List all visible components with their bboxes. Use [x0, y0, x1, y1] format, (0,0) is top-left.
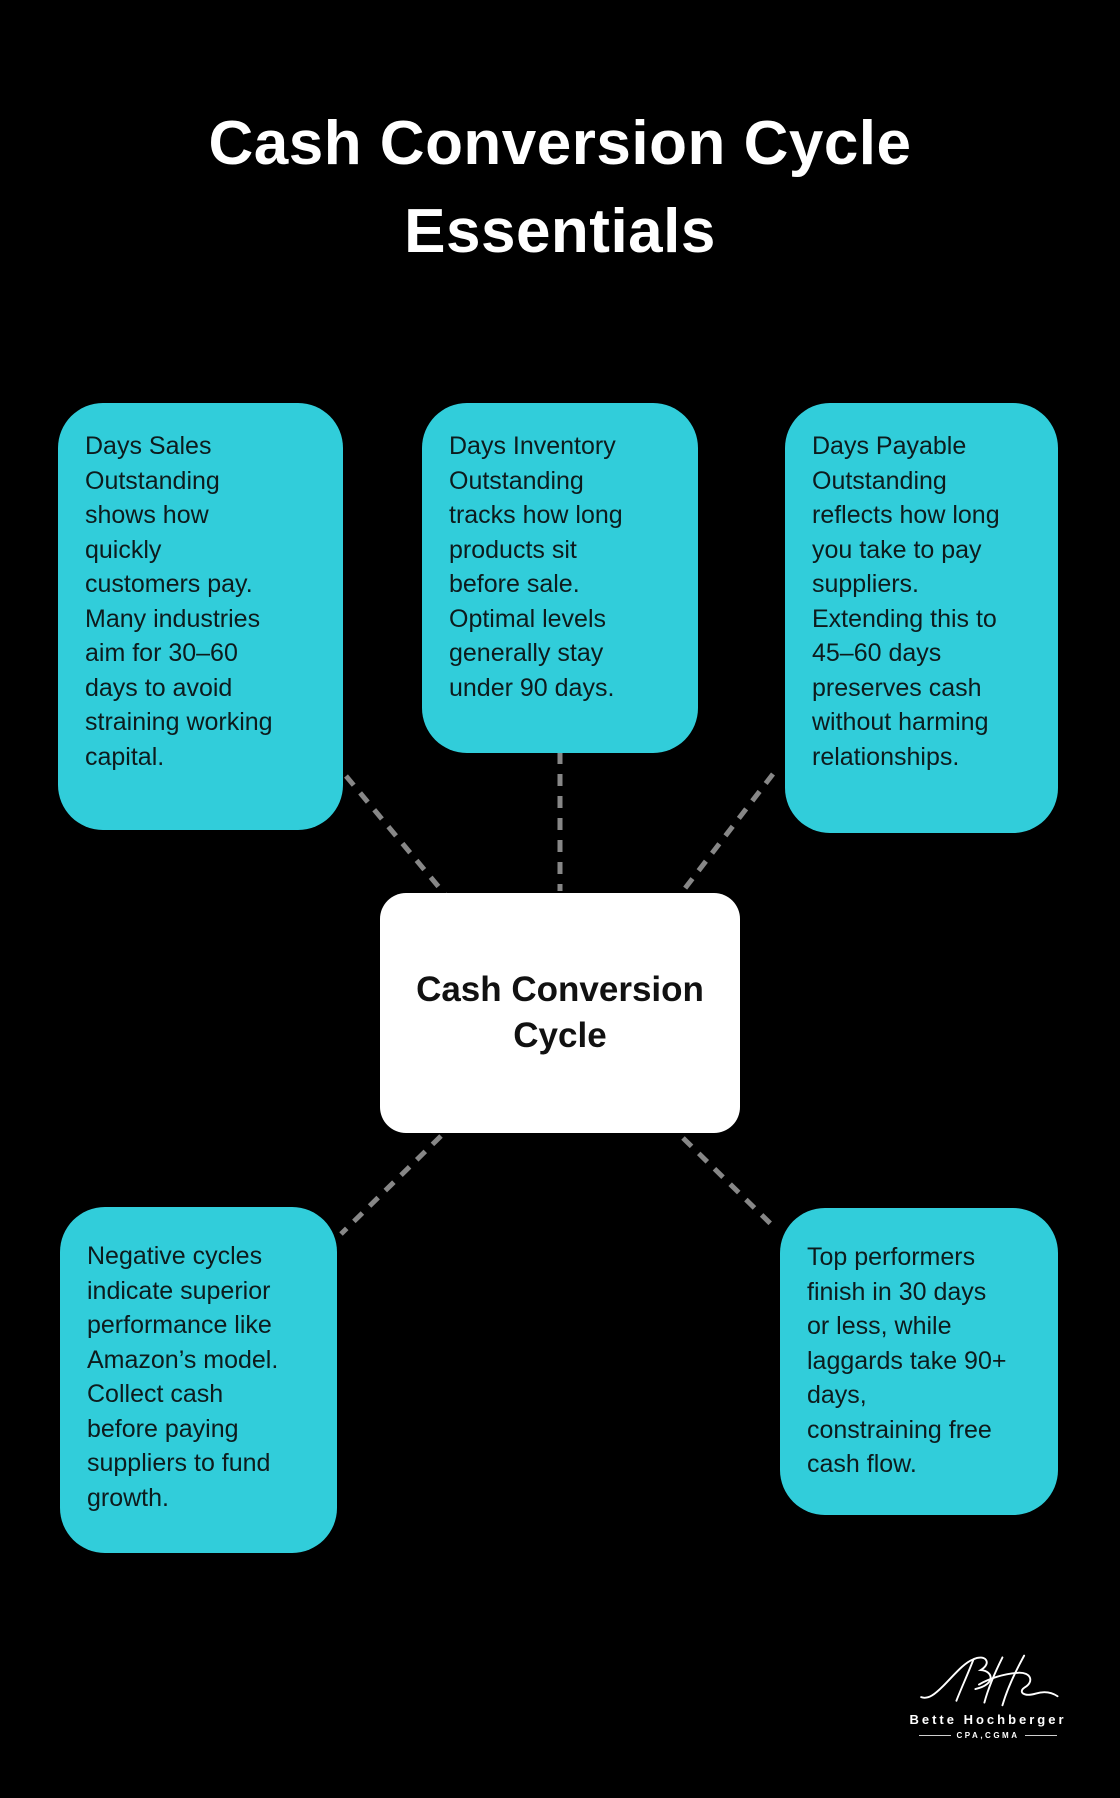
logo-credentials: CPA,CGMA [908, 1731, 1068, 1740]
card-benchmarks: Top performers finish in 30 days or less… [780, 1208, 1058, 1515]
connector-center-to-bench [681, 1136, 778, 1231]
card-days-inventory-outstanding: Days Inventory Outstanding tracks how lo… [422, 403, 698, 753]
connector-dpo-to-center [674, 772, 775, 902]
page-title-line-2: Essentials [404, 197, 716, 267]
logo: Bette Hochberger CPA,CGMA [908, 1652, 1068, 1740]
card-days-payable-outstanding: Days Payable Outstanding reflects how lo… [785, 403, 1058, 833]
connector-dso-to-center [344, 774, 450, 900]
connector-center-to-neg [339, 1134, 443, 1236]
bh-monogram-icon [920, 1654, 1059, 1707]
credential-rule-right [1025, 1735, 1058, 1736]
center-node: Cash Conversion Cycle [380, 893, 740, 1133]
card-negative-cycles: Negative cycles indicate superior perfor… [60, 1207, 337, 1553]
card-days-sales-outstanding: Days Sales Outstanding shows how quickly… [58, 403, 343, 830]
logo-credential-text: CPA,CGMA [956, 1731, 1020, 1740]
credential-rule-left [918, 1735, 951, 1736]
logo-name: Bette Hochberger [909, 1712, 1067, 1727]
page-title-line-1: Cash Conversion Cycle [208, 109, 912, 178]
